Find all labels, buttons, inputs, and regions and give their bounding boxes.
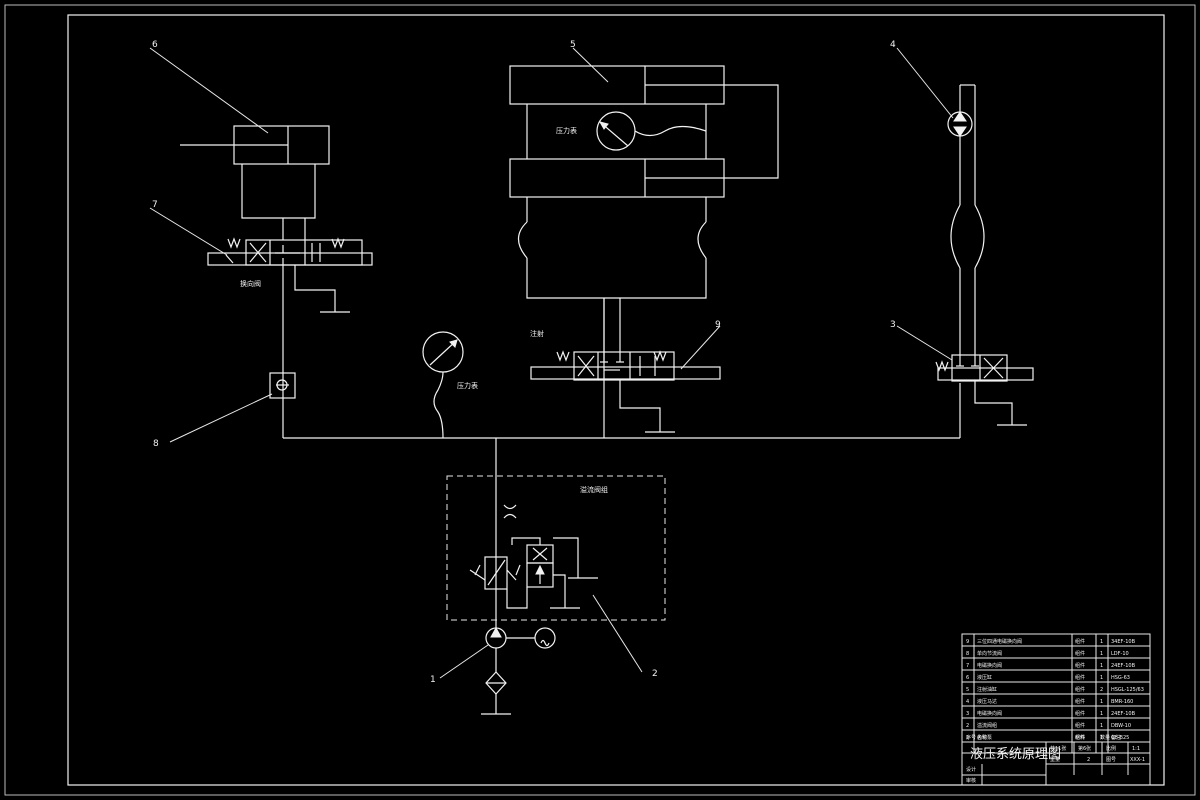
check-valve-8 bbox=[169, 372, 296, 443]
parts-row-no: 4 bbox=[966, 699, 969, 705]
parts-row-qty: 1 bbox=[1100, 651, 1103, 657]
callout-4: 4 bbox=[890, 40, 896, 50]
parts-row-mat: 组件 bbox=[1075, 698, 1085, 705]
weight-label: 重量 bbox=[1050, 756, 1060, 763]
parts-row-mat: 组件 bbox=[1075, 722, 1085, 729]
parts-header-cell: 材料 bbox=[1075, 734, 1085, 741]
scale-label: 比例 bbox=[1106, 745, 1116, 752]
parts-row-name: 注射油缸 bbox=[977, 686, 997, 693]
parts-row-no: 1 bbox=[966, 735, 969, 741]
parts-row-no: 2 bbox=[966, 723, 969, 729]
callout-7: 7 bbox=[152, 200, 158, 210]
parts-row-note: DBW-10 bbox=[1111, 723, 1131, 729]
parts-row-note: 34EF-10B bbox=[1111, 639, 1136, 645]
callout-2: 2 bbox=[652, 669, 658, 679]
valve-9 bbox=[530, 325, 721, 433]
callout-numbers: 1 2 3 4 5 6 7 8 9 bbox=[152, 40, 896, 685]
reviewer-label: 审核 bbox=[966, 777, 976, 784]
parts-row-no: 9 bbox=[966, 639, 969, 645]
gauge-left-label: 压力表 bbox=[457, 381, 478, 390]
parts-row-no: 8 bbox=[966, 651, 969, 657]
drawing-title: 液压系统原理图 bbox=[970, 747, 1061, 762]
parts-row-mat: 组件 bbox=[1075, 650, 1085, 657]
parts-row-qty: 1 bbox=[1100, 735, 1103, 741]
parts-row-name: 电磁换向阀 bbox=[977, 662, 1002, 669]
valve-3 bbox=[896, 325, 1034, 426]
parts-row-name: 电磁换向阀 bbox=[977, 710, 1002, 717]
parts-row-no: 6 bbox=[966, 675, 969, 681]
parts-row-note: BMR-160 bbox=[1111, 699, 1133, 705]
parts-row-note: LDF-10 bbox=[1111, 651, 1129, 657]
pump-1 bbox=[439, 626, 556, 715]
parts-row-mat: 组件 bbox=[1075, 674, 1085, 681]
parts-row-mat: 组件 bbox=[1075, 638, 1085, 645]
parts-row-mat: 组件 bbox=[1075, 686, 1085, 693]
parts-header-cell: 序号 bbox=[966, 734, 976, 741]
parts-row-name: 三位四通电磁换向阀 bbox=[977, 638, 1022, 645]
callout-9: 9 bbox=[715, 320, 721, 330]
parts-row-mat: 组件 bbox=[1075, 710, 1085, 717]
parts-row-name: 溢流阀组 bbox=[977, 722, 997, 729]
parts-header-cell: 名称 bbox=[977, 734, 987, 741]
title-block bbox=[961, 633, 1151, 786]
valve7-label: 换向阀 bbox=[240, 279, 261, 288]
drawing-no-value: XXX-1 bbox=[1130, 757, 1145, 763]
designer-label: 设计 bbox=[966, 766, 976, 773]
drawing-border-inner bbox=[67, 14, 1165, 786]
parts-row-qty: 1 bbox=[1100, 639, 1103, 645]
parts-row-name: 液压缸 bbox=[977, 674, 992, 681]
parts-row-name: 液压马达 bbox=[977, 698, 997, 705]
parts-header-cell: 备注 bbox=[1111, 734, 1121, 741]
scale-value: 1:1 bbox=[1132, 746, 1140, 752]
valve9-label: 注射 bbox=[530, 329, 544, 338]
parts-row-note: 24EF-10B bbox=[1111, 711, 1136, 717]
sheet-number: 第6张 bbox=[1078, 745, 1091, 752]
parts-row-qty: 1 bbox=[1100, 675, 1103, 681]
parts-row-qty: 1 bbox=[1100, 711, 1103, 717]
gauge-main-label: 压力表 bbox=[556, 126, 577, 135]
parts-row-name: 单向节流阀 bbox=[977, 650, 1002, 657]
parts-row-no: 5 bbox=[966, 687, 969, 693]
cylinder-6 bbox=[149, 47, 330, 240]
relief-block-label: 溢流阀组 bbox=[580, 485, 608, 494]
sheet-total: 共11张 bbox=[1050, 745, 1066, 752]
parts-row-qty: 2 bbox=[1100, 687, 1103, 693]
parts-row-qty: 1 bbox=[1100, 699, 1103, 705]
parts-row-no: 7 bbox=[966, 663, 969, 669]
parts-row-note: CB-B25 bbox=[1111, 735, 1129, 741]
callout-1: 1 bbox=[430, 675, 436, 685]
quantity-value: 2 bbox=[1087, 757, 1090, 763]
pressure-gauge-left bbox=[422, 331, 464, 439]
parts-row-note: 24EF-10B bbox=[1111, 663, 1136, 669]
parts-header-cell: 数量 bbox=[1100, 734, 1110, 741]
relief-valve-block-2 bbox=[446, 475, 666, 673]
motor-4 bbox=[896, 47, 985, 357]
valve-7 bbox=[149, 207, 373, 313]
parts-row-mat: 组件 bbox=[1075, 734, 1085, 741]
parts-row-qty: 1 bbox=[1100, 723, 1103, 729]
parts-row-mat: 组件 bbox=[1075, 662, 1085, 669]
parts-row-qty: 1 bbox=[1100, 663, 1103, 669]
parts-row-no: 3 bbox=[966, 711, 969, 717]
callout-6: 6 bbox=[152, 40, 158, 50]
drawing-no-label: 图号 bbox=[1106, 757, 1116, 763]
callout-3: 3 bbox=[890, 320, 896, 330]
parts-row-note: HSG-63 bbox=[1111, 675, 1130, 681]
main-pipes bbox=[282, 265, 961, 628]
callout-5: 5 bbox=[570, 40, 576, 50]
callout-8: 8 bbox=[153, 439, 159, 449]
injection-cylinder-5 bbox=[509, 47, 779, 355]
drawing-border-outer bbox=[4, 4, 1196, 796]
parts-row-name: 齿轮泵 bbox=[977, 734, 992, 741]
parts-row-note: HSGL-125/63 bbox=[1111, 687, 1144, 693]
